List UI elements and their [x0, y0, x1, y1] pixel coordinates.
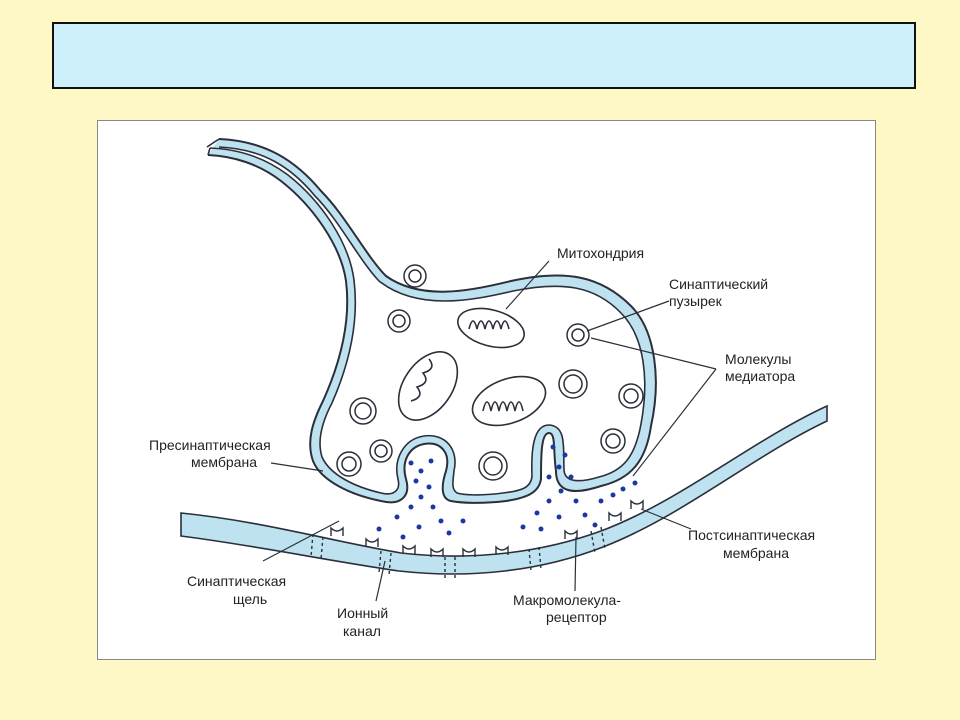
label-mediator-line1: Молекулы: [725, 351, 791, 367]
label-postsynaptic-line1: Постсинаптическая: [688, 527, 815, 543]
synapse-diagram: Митохондрия Синаптический пузырек Молеку…: [97, 120, 876, 660]
label-receptor-line2: рецептор: [546, 609, 607, 625]
label-mediator-line2: медиатора: [725, 368, 795, 384]
slide-title-bar: [52, 22, 916, 89]
label-postsynaptic-line2: мембрана: [723, 545, 789, 561]
leader-lines: [262, 260, 717, 602]
label-synaptic-cleft-line1: Синаптическая: [187, 573, 286, 589]
label-synaptic-vesicle-line1: Синаптический: [669, 276, 768, 292]
label-ion-channel-line2: канал: [343, 623, 381, 639]
label-mitochondria: Митохондрия: [557, 245, 644, 261]
presynaptic-terminal: [206, 138, 657, 504]
label-synaptic-cleft-line2: щель: [233, 591, 267, 607]
label-receptor-line1: Макромолекула-: [513, 592, 621, 608]
postsynaptic-membrane: [180, 404, 828, 579]
mediator-molecules: [376, 444, 638, 540]
label-presynaptic-line1: Пресинаптическая: [149, 437, 271, 453]
synapse-illustration: Митохондрия Синаптический пузырек Молеку…: [149, 138, 828, 639]
receptors: [330, 499, 644, 557]
synaptic-vesicles: [336, 264, 644, 481]
label-synaptic-vesicle-line2: пузырек: [669, 293, 723, 309]
label-presynaptic-line2: мембрана: [191, 454, 257, 470]
ion-channels: [310, 526, 606, 579]
label-ion-channel-line1: Ионный: [337, 605, 388, 621]
mitochondria: [397, 307, 547, 427]
